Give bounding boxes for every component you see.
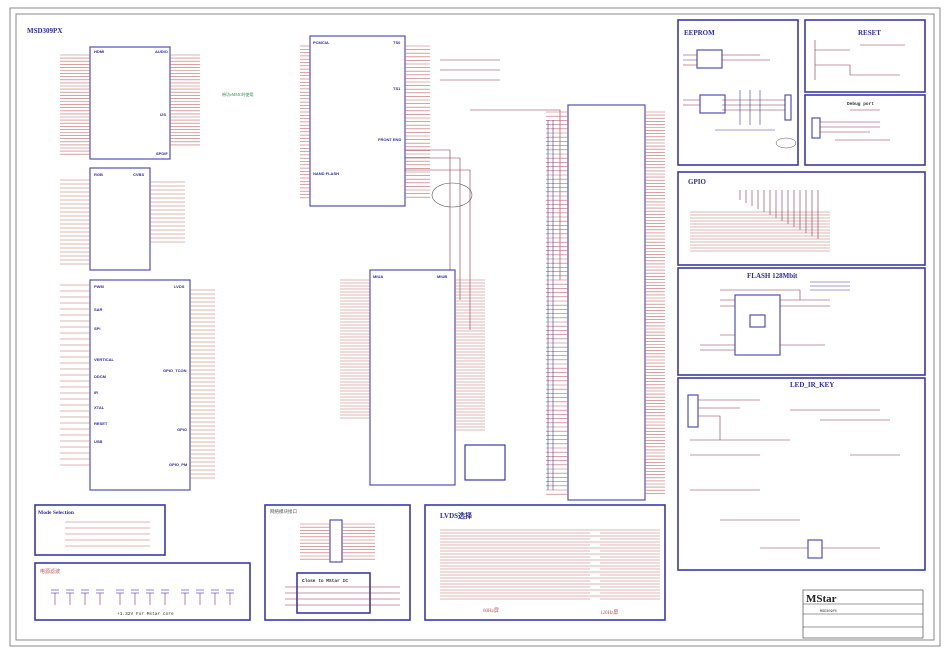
section-usb: USB — [94, 439, 103, 444]
sheet-border — [9, 7, 941, 647]
section-vertical: VERTICAL — [94, 357, 115, 362]
section-front-end: FRONT END — [378, 137, 401, 142]
section-ddcm: DDCM — [94, 374, 107, 379]
eeprom-title: EEPROM — [684, 29, 715, 37]
panel-lvds: LVDS选择 60Hz屏 120Hz屏 — [424, 504, 666, 621]
panel-eeprom: EEPROM — [677, 19, 799, 166]
chip-u3: MIUA MIUB — [340, 269, 485, 486]
chip-u1-c: PWM LVDS SAR SPI VERTICAL DDCM GPIO_TCON… — [60, 279, 215, 491]
mstar-logo: MStar — [806, 593, 837, 605]
section-i2s: I2S — [160, 112, 166, 117]
section-xtal: XTAL — [94, 405, 105, 410]
section-reset: RESET — [94, 421, 108, 426]
main-title: MSD309PX — [27, 27, 62, 35]
lvds-60hz-label: 60Hz屏 — [483, 608, 499, 614]
gpio-title: GPIO — [688, 178, 706, 186]
crystal-outline — [431, 182, 473, 208]
section-rgb: RGB — [94, 172, 103, 177]
section-cvbs: CVBS — [133, 172, 144, 177]
section-ir: IR — [94, 390, 98, 395]
led-title: LED_IR_KEY — [790, 381, 834, 389]
panel-flash: FLASH 128Mbit — [677, 267, 926, 376]
section-ts0: TS0 — [393, 40, 401, 45]
title-block: MStar MSD309PX — [802, 589, 924, 639]
panel-debug-port: Debug port — [804, 94, 926, 166]
chip-u2: PCMCIA TS0 TS1 FRONT END NAND FLASH — [300, 35, 430, 207]
section-gpio-pm: GPIO_PM — [169, 462, 188, 467]
section-miub: MIUB — [437, 274, 447, 279]
section-pwm: PWM — [94, 284, 104, 289]
debug-title: Debug port — [847, 101, 874, 107]
panel-mode-selection: Mode Selection — [34, 504, 166, 556]
close-to-mstar-label: Close to MStar IC — [302, 578, 348, 584]
sheet-inner-border — [15, 13, 935, 641]
section-audio: AUDIO — [155, 49, 168, 54]
network-title: 网络模块接口 — [270, 508, 297, 515]
section-lvds: LVDS — [174, 284, 185, 289]
section-sar: SAR — [94, 307, 103, 312]
section-miua: MIUA — [373, 274, 383, 279]
section-pcmcia: PCMCIA — [313, 40, 329, 45]
section-ts1: TS1 — [393, 86, 401, 91]
panel-led-ir-key: LED_IR_KEY — [677, 377, 926, 571]
panel-power-filter: 电源滤波 +1.32V For Mstar core — [34, 562, 251, 621]
title-block-title: MSD309PX — [820, 610, 838, 614]
section-gpio-tcon: GPIO_TCON — [163, 368, 187, 373]
lvds-120hz-label: 120Hz屏 — [600, 610, 618, 616]
power-title: 电源滤波 — [40, 568, 60, 575]
audio-note: 带功eMMC时使用 — [222, 91, 254, 97]
section-spi: SPI — [94, 326, 100, 331]
power-note: +1.32V For Mstar core — [117, 611, 174, 617]
chip-u1-a: HDMI AUDIO I2S SPDIF — [60, 46, 200, 160]
panel-network: 网络模块接口 Close to MStar IC — [264, 504, 411, 621]
flash-title: FLASH 128Mbit — [747, 272, 798, 280]
panel-reset: RESET — [804, 19, 926, 93]
chip-u4 — [546, 104, 665, 501]
section-spdif: SPDIF — [156, 151, 168, 156]
section-gpio: GPIO — [177, 427, 187, 432]
lvds-title: LVDS选择 — [440, 511, 473, 520]
reset-title: RESET — [858, 29, 881, 37]
chip-u1-b: RGB CVBS — [60, 167, 185, 271]
mode-title: Mode Selection — [38, 510, 74, 516]
small-circuit-box — [464, 444, 506, 481]
panel-gpio: GPIO — [677, 171, 926, 266]
section-nand-flash: NAND FLASH — [313, 171, 339, 176]
section-hdmi: HDMI — [94, 49, 104, 54]
